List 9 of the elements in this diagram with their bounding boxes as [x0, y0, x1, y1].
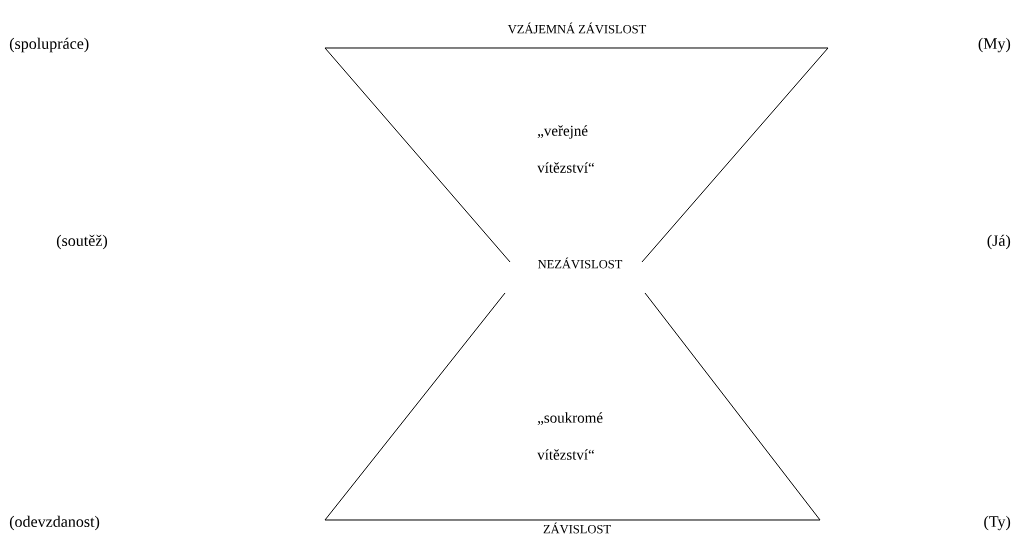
- side-label: (Já): [987, 234, 1011, 250]
- side-label: (odevzdanost): [9, 515, 100, 531]
- side-label: (spolupráce): [9, 37, 89, 53]
- heading: ZÁVISLOST: [543, 522, 611, 534]
- side-label: (Ty): [984, 515, 1011, 531]
- side-label: (My): [978, 37, 1011, 53]
- side-label: (soutěž): [56, 234, 108, 250]
- triangle: „soukromé vítězství“: [324, 292, 821, 521]
- heading: VZÁJEMNÁ ZÁVISLOST: [507, 22, 647, 34]
